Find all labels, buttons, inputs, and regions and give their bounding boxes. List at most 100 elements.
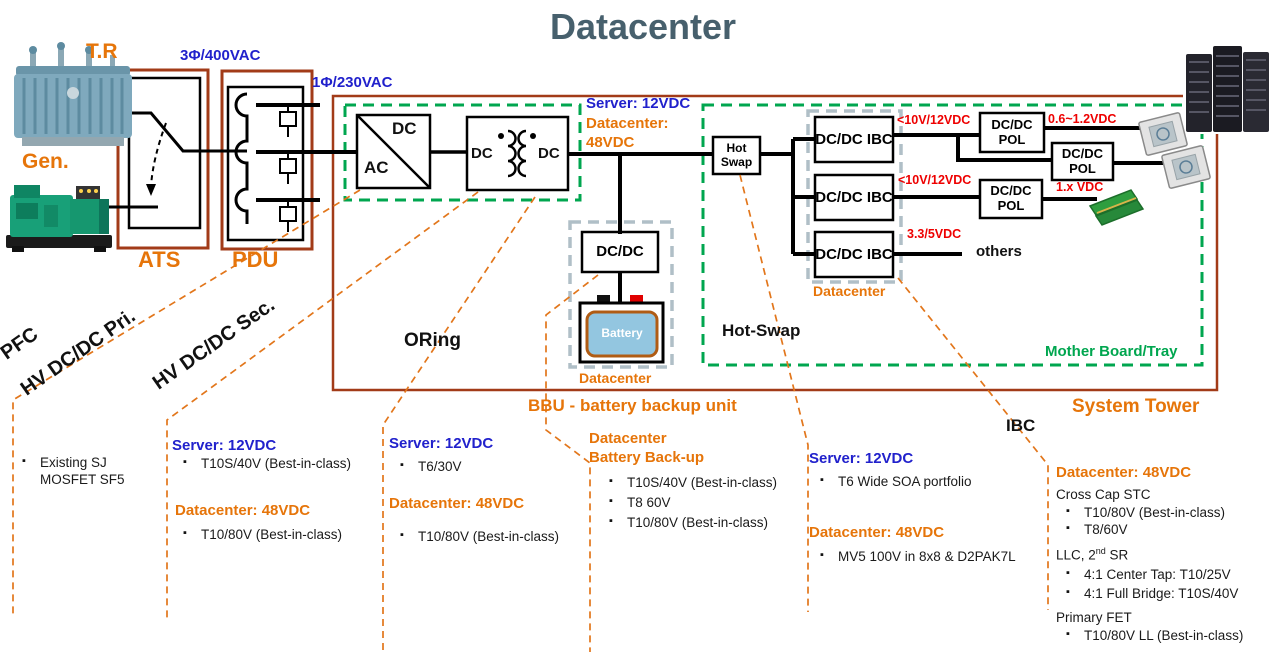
bbu-lane-item-3: T10/80V (Best-in-class) [607,515,768,532]
callout-hot-swap [739,174,809,612]
datacenter-bus-label: Datacenter: [586,115,669,132]
ibc-lane-sub2-post: SR [1105,547,1129,563]
bbu-lane-item-1: T10S/40V (Best-in-class) [607,475,777,492]
rail-pol3-voltage: 1.x VDC [1056,180,1104,194]
winding-dot-left [498,133,504,139]
hv-pri-server-item: T10S/40V (Best-in-class) [181,456,351,473]
others-label: others [976,243,1022,260]
pol-box-3-label: DC/DC POL [990,183,1032,213]
callout-ibc [897,277,1049,610]
hot-swap-box-label: Hot Swap [720,140,753,169]
system-tower-frame [331,94,1219,392]
ibc-box-2-label: DC/DC IBC [815,188,893,206]
pdu-frame [220,69,314,251]
server-tower-image [1183,42,1273,134]
battery-label: Battery [601,326,643,341]
battery-symbol [578,295,665,364]
hv-pri-datacenter-heading: Datacenter: 48VDC [175,502,311,519]
motherboard-tray-dashed-box [701,103,1204,367]
ibc-lane-sub2-item-1: 4:1 Center Tap: T10/25V [1064,567,1231,584]
pdu-fuses [279,111,297,222]
ibc-lane-sub3: Primary FET [1056,610,1132,625]
hv-sec-datacenter-heading: Datacenter: 48VDC [389,495,525,512]
callout-lines [12,174,1049,652]
transformer-label: T.R [86,40,118,63]
bbu-group-dashed-box [568,220,674,369]
ibc-box-3-label: DC/DC IBC [815,245,893,263]
bbu-dcdc-box [580,230,660,274]
hv-pri-datacenter-item: T10/80V (Best-in-class) [181,527,342,544]
ats-frame [116,68,210,250]
datacenter-bus-voltage: 48VDC [586,134,635,151]
rail-ibc1-voltage: <10V/12VDC [897,113,971,127]
bbu-lane-heading-1: Datacenter [589,430,667,447]
dcdc-left-label: DC [471,145,493,162]
hot-swap-lane-server-heading: Server: 12VDC [809,450,914,467]
dcdc-right-label: DC [538,145,560,162]
rail-pol1-voltage: 0.6~1.2VDC [1048,112,1117,126]
ibc-lane-sub2-sup: nd [1095,546,1106,556]
hot-swap-lane-server-item: T6 Wide SOA portfolio [818,474,972,491]
bbu-dcdc-label: DC/DC [596,243,644,261]
hv-sec-server-heading: Server: 12VDC [389,435,494,452]
hot-swap-lane-datacenter-heading: Datacenter: 48VDC [809,524,945,541]
generator-image [6,185,112,252]
pol-box-1 [978,111,1046,154]
ibc-lane-sub1-item-2: T8/60V [1064,522,1128,539]
three-phase-label: 3Φ/400VAC [180,47,261,64]
bbu-lane-item-2: T8 60V [607,495,671,512]
transformer-image [14,42,132,146]
server-bus-heading: Server: 12VDC [586,95,691,112]
page-title: Datacenter [549,6,737,47]
pdu-bus [234,92,249,224]
callout-hv-pri [166,191,479,620]
ibc-lane-heading: Datacenter: 48VDC [1056,464,1192,481]
cpu-icon-1 [1138,112,1188,156]
callout-hv-sec [382,196,536,652]
ibc-caption: IBC [1006,416,1036,435]
ibc-lane-sub1-item-1: T10/80V (Best-in-class) [1064,505,1225,522]
transformer-windings [507,129,527,178]
hv-sec-datacenter-item: T10/80V (Best-in-class) [398,529,559,546]
system-tower-label: System Tower [1072,396,1200,417]
rail-ibc2-voltage: <10V/12VDC [898,173,972,187]
ibc-box-2 [813,173,895,222]
pdu-label: PDU [232,247,279,272]
hv-pri-server-heading: Server: 12VDC [172,437,277,454]
winding-dot-right [530,133,536,139]
bbu-lane-heading-2: Battery Back-up [589,449,705,466]
acdc-diagonal [356,114,431,189]
oring-caption: ORing [404,330,461,351]
bbu-caption: BBU - battery backup unit [528,396,737,415]
bbu-group-label: Datacenter [579,370,652,386]
pfc-lane-item: Existing SJ MOSFET SF5 [20,455,150,489]
acdc-dc-label: DC [392,119,417,138]
ats-inner-box [127,76,202,230]
hot-swap-lane-datacenter-item: MV5 100V in 8x8 & D2PAK7L [818,549,1016,566]
ram-icon [1088,189,1145,226]
ibc-lane-sub2: LLC, 2nd SR [1056,546,1128,563]
generator-label: Gen. [22,150,69,173]
callout-pfc [12,189,361,617]
brown-frames [116,68,1219,392]
motherboard-tray-label: Mother Board/Tray [1045,343,1178,360]
ibc-lane-sub3-item: T10/80V LL (Best-in-class) [1064,628,1243,645]
acdc-ac-label: AC [364,158,389,177]
ats-arrowhead [146,184,156,196]
pol-box-1-label: DC/DC POL [991,116,1033,147]
hot-swap-box [711,135,762,176]
ibc-lane-sub2-pre: LLC, 2 [1056,547,1096,563]
ibc-group-label: Datacenter [813,283,886,299]
single-phase-label: 1Φ/230VAC [312,74,393,91]
callout-bbu [545,274,599,652]
cpu-icon-2 [1161,145,1211,189]
ats-label: ATS [138,247,181,272]
pol-box-2-label: DC/DC POL [1061,145,1104,176]
ibc-lane-sub2-item-2: 4:1 Full Bridge: T10S/40V [1064,586,1238,603]
rail-ibc3-voltage: 3.3/5VDC [907,227,962,241]
hv-sec-server-item: T6/30V [398,459,462,476]
hot-swap-caption: Hot-Swap [722,321,801,340]
ibc-lane-sub1: Cross Cap STC [1056,487,1151,502]
